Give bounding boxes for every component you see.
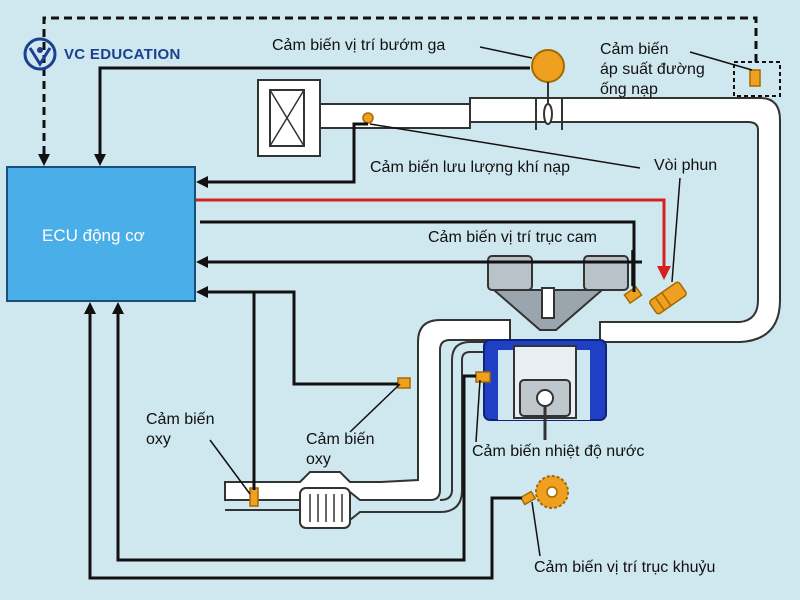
catalytic-converter-fins [309, 494, 343, 522]
cam-sensor-icon [623, 285, 643, 305]
oxy-left-label-2: oxy [146, 431, 171, 448]
map-sensor-label-2: áp suất đường [600, 61, 705, 78]
intake-pipe [319, 97, 781, 343]
map-sensor-label-3: ống nạp [600, 81, 658, 98]
injector-label: Vòi phun [654, 157, 718, 174]
airflow-sensor-label: Cảm biến lưu lượng khí nạp [370, 159, 571, 176]
logo-icon [23, 37, 57, 71]
map-sensor-label-1: Cảm biến [600, 41, 669, 58]
oxy-sensor-left-icon [249, 487, 259, 507]
ecu-label: ECU động cơ [42, 226, 145, 245]
oxy-mid-label-1: Cảm biến [306, 431, 375, 448]
crank-sensor-label: Cảm biến vị trí trục khuỷu [534, 559, 716, 576]
cam-sensor-label: Cảm biến vị trí trục cam [428, 229, 597, 246]
injector-signal-wire [196, 198, 666, 272]
signal-arrows [38, 154, 208, 314]
coolant-sensor-label: Cảm biến nhiệt độ nước [472, 443, 645, 460]
brand-logo: VC EDUCATION [22, 36, 181, 72]
airflow-sensor-icon [362, 112, 374, 124]
air-filter-mesh [269, 89, 305, 147]
oxy-mid-label-2: oxy [306, 451, 331, 468]
exhaust-pipe [224, 319, 511, 521]
throttle-sensor-label: Cảm biến vị trí bướm ga [272, 37, 446, 54]
signal-wires [88, 66, 642, 580]
brand-name: VC EDUCATION [64, 45, 181, 63]
throttle-valve [543, 103, 553, 125]
leader-lines [209, 46, 753, 557]
injector-signal-arrow [657, 266, 671, 280]
oxy-sensor-mid-icon [397, 377, 411, 389]
catalytic-converter [299, 487, 351, 529]
crank-sensor-icon [519, 490, 537, 506]
ecu-box: ECU động cơ [6, 166, 196, 302]
throttle-sensor-icon [531, 49, 565, 83]
oxy-left-label-1: Cảm biến [146, 411, 215, 428]
map-sensor-wire [42, 16, 758, 160]
crank-gear-hub [546, 486, 558, 498]
map-sensor-icon [749, 69, 761, 87]
engine-block [483, 255, 629, 440]
injector-icon [649, 281, 687, 315]
coolant-sensor-icon [475, 371, 491, 383]
